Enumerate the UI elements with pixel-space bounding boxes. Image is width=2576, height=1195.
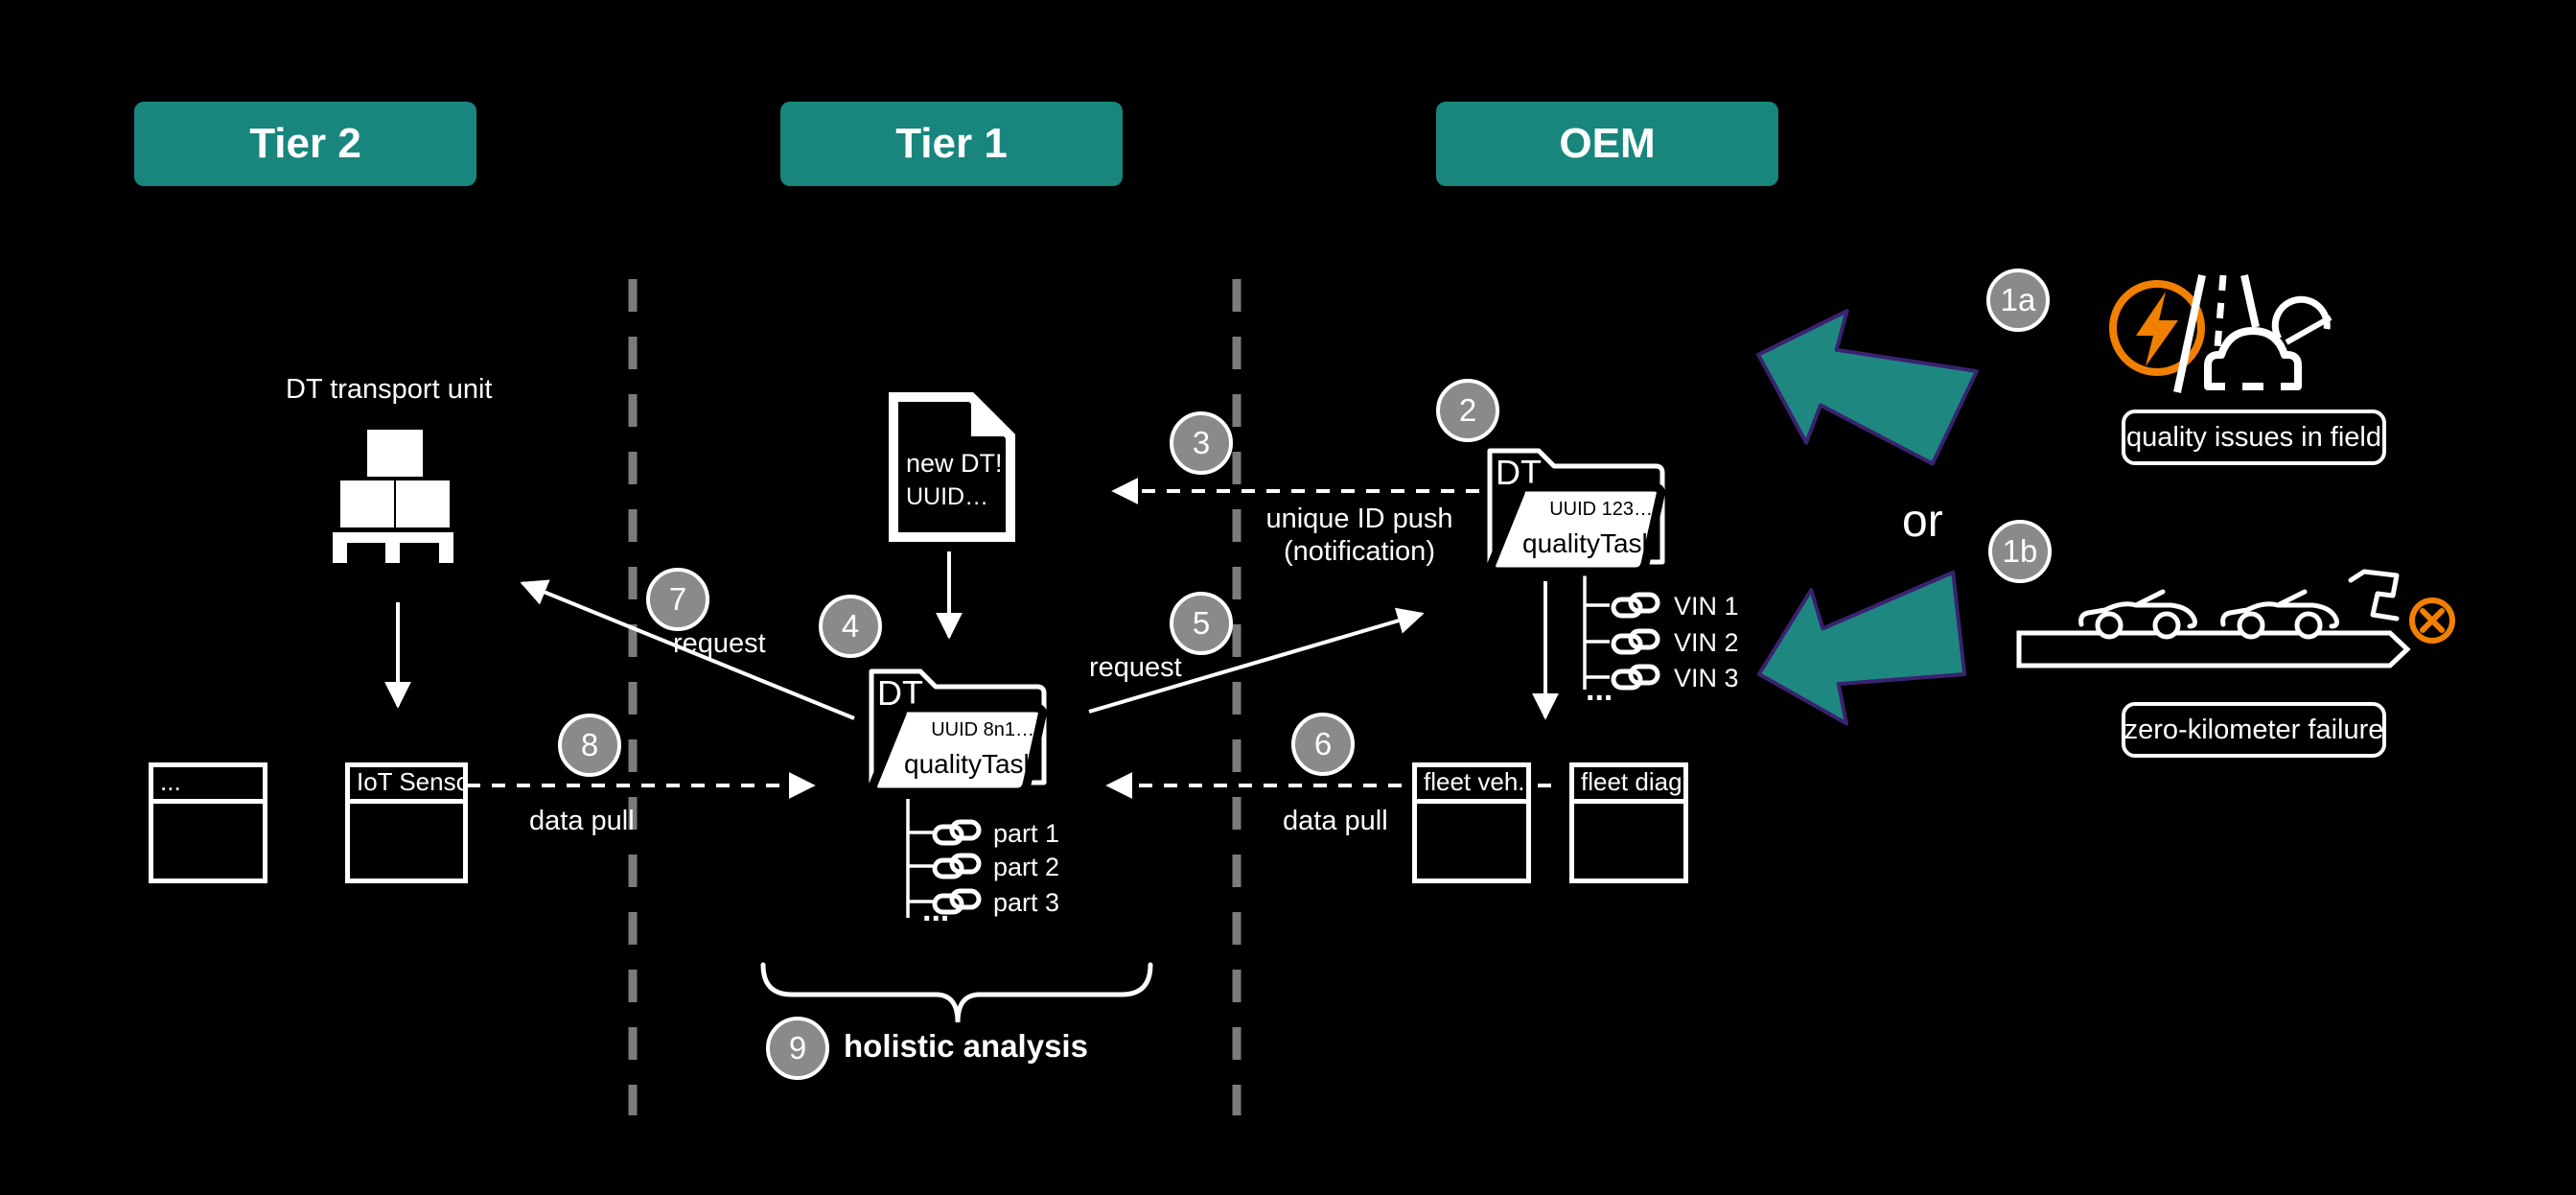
big-arrow-1a-icon: [1756, 309, 1979, 466]
vin-item: VIN 3: [1674, 664, 1739, 692]
oem-dt-folder-icon: DT UUID 123… qualityTask: [1487, 448, 1665, 576]
part-item: part 1: [993, 819, 1060, 848]
step-circle-2: 2: [1436, 379, 1499, 442]
request-label-left: request: [673, 628, 766, 659]
arrow-request-to-oem: [1088, 607, 1425, 714]
big-arrow-1b-icon: [1756, 570, 1967, 726]
misc-system-box-title: ...: [153, 767, 263, 804]
step-circle-1b: 1b: [1988, 520, 2052, 583]
badge-tier1: Tier 1: [780, 102, 1123, 186]
link-icon: [1611, 592, 1660, 619]
doc-line2: UUID…: [906, 483, 988, 510]
link-icon: [1611, 628, 1660, 655]
step-circle-5: 5: [1170, 592, 1233, 655]
fleet-diag-box: fleet diag.: [1569, 762, 1688, 883]
fleet-veh-box: fleet veh.: [1412, 762, 1531, 883]
fleet-diag-box-title: fleet diag.: [1574, 767, 1683, 804]
parts-more-ellipsis: ...: [922, 892, 950, 928]
step-circle-3: 3: [1170, 411, 1233, 475]
unique-id-push-line1: unique ID push: [1265, 504, 1453, 534]
new-dt-document-icon: new DT! UUID…: [889, 392, 1015, 542]
unique-id-push-line2: (notification): [1284, 536, 1435, 567]
data-pull-label-left: data pull: [529, 806, 635, 836]
holistic-brace: [760, 962, 1153, 1023]
part-item: part 2: [993, 853, 1060, 881]
road-car-gauge-icon: [2173, 274, 2332, 393]
iot-sensor-box-title: IoT Sensor: [350, 767, 463, 804]
badge-oem: OEM: [1436, 102, 1778, 186]
link-icon: [1611, 664, 1660, 691]
oem-folder-uuid: UUID 123…: [1549, 499, 1653, 520]
iot-sensor-box: IoT Sensor: [345, 762, 468, 883]
tier1-dt-folder-icon: DT UUID 8n1… qualityTask: [869, 668, 1047, 797]
holistic-analysis-label: holistic analysis: [844, 1028, 1088, 1064]
drill-icon: [2348, 569, 2400, 621]
data-pull-label-right: data pull: [1283, 806, 1388, 836]
speedometer-icon: [2271, 295, 2331, 340]
link-icon: [932, 888, 982, 915]
vin-item: VIN 2: [1674, 628, 1739, 657]
tier1-folder-task: qualityTask: [904, 749, 1038, 779]
lightning-warning-icon: [2109, 280, 2205, 376]
document-dogear: [971, 397, 1010, 436]
dt-transport-unit-label: DT transport unit: [286, 374, 493, 405]
step-circle-9: 9: [766, 1017, 829, 1080]
failure-cross-icon: [2409, 598, 2455, 644]
production-line-icon: [2016, 569, 2455, 668]
convertible-car-icon: [2078, 589, 2197, 640]
oem-vins-tree: [1583, 575, 1610, 690]
step-circle-7: 7: [646, 568, 709, 631]
vin-item: VIN 1: [1674, 592, 1739, 621]
tier1-parts-tree: [906, 799, 933, 918]
pallet-icon: [333, 430, 453, 563]
car-front-icon: [2204, 327, 2302, 390]
link-icon: [932, 853, 982, 879]
step-circle-6: 6: [1291, 713, 1355, 776]
or-label: or: [1902, 496, 1943, 547]
tier1-folder-uuid: UUID 8n1…: [931, 719, 1034, 740]
part-item: part 3: [993, 888, 1060, 917]
step-circle-8: 8: [558, 714, 621, 777]
convertible-car-icon: [2220, 589, 2339, 640]
conveyor-arrow: [2016, 630, 2411, 668]
zero-km-callout: zero-kilometer failure: [2122, 702, 2386, 758]
vins-more-ellipsis: ...: [1586, 671, 1613, 708]
step-circle-4: 4: [819, 595, 882, 658]
fleet-veh-box-title: fleet veh.: [1417, 767, 1526, 804]
badge-tier2: Tier 2: [134, 102, 476, 186]
unique-id-push-label: unique ID push (notification): [1229, 503, 1490, 568]
quality-issues-callout: quality issues in field: [2122, 410, 2386, 465]
misc-system-box: ...: [149, 762, 267, 883]
step-circle-1a: 1a: [1986, 269, 2050, 332]
oem-folder-task: qualityTask: [1522, 528, 1657, 558]
doc-line1: new DT!: [906, 449, 1003, 478]
request-label-right: request: [1089, 652, 1182, 683]
link-icon: [932, 819, 982, 846]
arrow-request-to-tier2: [520, 579, 855, 720]
